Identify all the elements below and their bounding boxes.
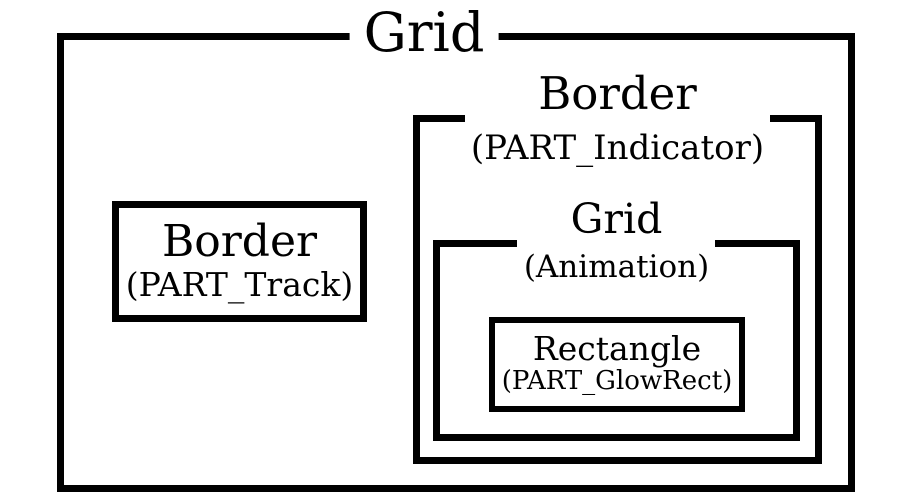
animation-grid-title: Grid: [570, 195, 663, 243]
track-border-title: Border: [161, 215, 318, 267]
indicator-border-subtitle: (PART_Indicator): [470, 128, 765, 168]
animation-grid-box: Grid (Animation) Rectangle (PART_GlowRec…: [433, 199, 800, 441]
track-border-subtitle: (PART_Track): [125, 264, 354, 304]
animation-grid-subtitle: (Animation): [523, 249, 710, 285]
indicator-border-title: Border: [538, 67, 697, 120]
glowrect-rectangle-title: Rectangle: [532, 328, 702, 368]
glowrect-rectangle-box: Rectangle (PART_GlowRect): [489, 317, 745, 412]
animation-grid-gap: [517, 240, 715, 247]
indicator-border-gap: [465, 115, 770, 122]
grid-root-box: Grid Border (PART_Track) Border (PART_In…: [57, 3, 855, 492]
grid-root-title: Grid: [349, 3, 499, 62]
track-border-box: Border (PART_Track): [112, 201, 367, 322]
indicator-border-box: Border (PART_Indicator) Grid (Animation)…: [413, 71, 822, 464]
glowrect-rectangle-subtitle: (PART_GlowRect): [501, 366, 733, 397]
